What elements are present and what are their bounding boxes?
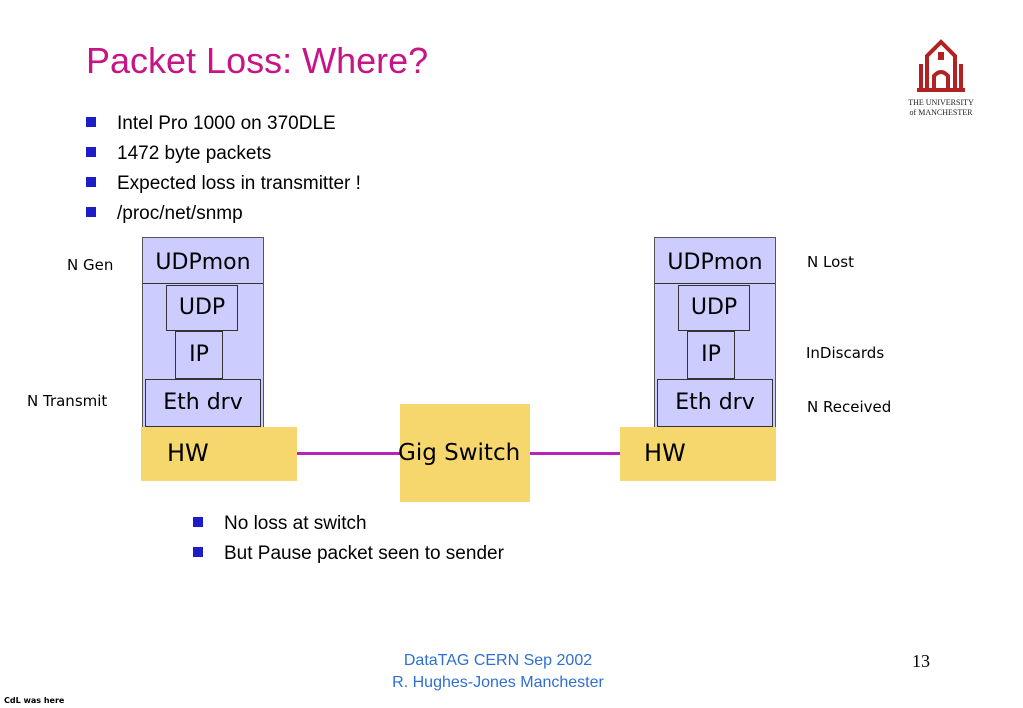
square-bullet-icon	[86, 147, 96, 157]
corner-note: CdL was here	[4, 696, 65, 705]
bottom-bullet-list: No loss at switch But Pause packet seen …	[193, 509, 504, 569]
label-n-lost: N Lost	[807, 253, 854, 271]
sender-udpmon: UDPmon	[143, 242, 263, 284]
slide-title: Packet Loss: Where?	[86, 40, 429, 81]
link-switch-to-receiver	[529, 452, 621, 455]
label-n-transmit: N Transmit	[27, 392, 108, 410]
list-item: 1472 byte packets	[86, 139, 361, 169]
top-bullet-list: Intel Pro 1000 on 370DLE 1472 byte packe…	[86, 109, 361, 229]
receiver-hw: HW	[620, 427, 776, 481]
receiver-udpmon: UDPmon	[655, 242, 775, 284]
square-bullet-icon	[86, 177, 96, 187]
footer-line-2: R. Hughes-Jones Manchester	[392, 674, 604, 691]
page-number: 13	[912, 651, 930, 671]
square-bullet-icon	[193, 517, 203, 527]
list-item: No loss at switch	[193, 509, 504, 539]
sender-hw: HW	[141, 427, 297, 481]
receiver-udp: UDP	[678, 285, 750, 331]
link-sender-to-switch	[296, 452, 401, 455]
gig-switch-label: Gig Switch	[398, 440, 521, 466]
label-in-discards: InDiscards	[806, 344, 885, 362]
sender-udp: UDP	[166, 285, 238, 331]
university-logo: THE UNIVERSITY of MANCHESTER	[905, 38, 977, 118]
square-bullet-icon	[86, 117, 96, 127]
list-item: Expected loss in transmitter !	[86, 169, 361, 199]
list-item: Intel Pro 1000 on 370DLE	[86, 109, 361, 139]
logo-line-1: THE UNIVERSITY	[908, 98, 974, 107]
label-n-received: N Received	[807, 398, 892, 416]
university-crest-icon	[917, 39, 965, 92]
sender-ip: IP	[175, 331, 223, 379]
square-bullet-icon	[193, 547, 203, 557]
receiver-ip: IP	[687, 331, 735, 379]
footer-line-1: DataTAG CERN Sep 2002	[403, 652, 593, 669]
logo-line-2: of MANCHESTER	[909, 108, 973, 117]
sender-eth-driver: Eth drv	[145, 379, 261, 427]
gig-switch	[400, 404, 530, 502]
label-n-gen: N Gen	[67, 256, 114, 274]
receiver-eth-driver: Eth drv	[657, 379, 773, 427]
list-item: But Pause packet seen to sender	[193, 539, 504, 569]
square-bullet-icon	[86, 207, 96, 217]
list-item: /proc/net/snmp	[86, 199, 361, 229]
